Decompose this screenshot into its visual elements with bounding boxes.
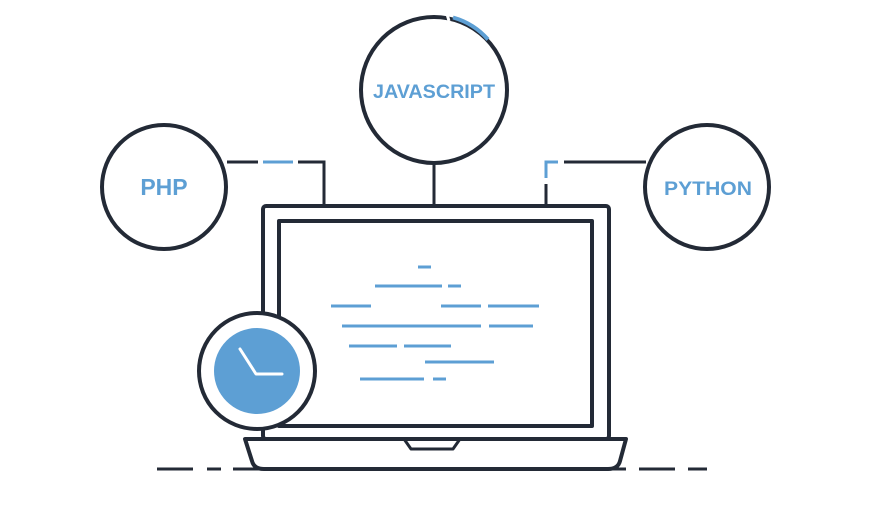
- javascript-bubble-arc-gap: [445, 13, 451, 22]
- clock-face: [214, 328, 300, 414]
- python-label: PYTHON: [664, 179, 752, 200]
- php-label: PHP: [140, 174, 187, 200]
- laptop-lid: [261, 204, 611, 441]
- laptop-screen: [277, 219, 594, 428]
- javascript-label: JAVASCRIPT: [373, 82, 495, 103]
- python-bubble-circle: [643, 123, 771, 251]
- php-bubble: PHP: [100, 123, 228, 251]
- javascript-bubble-circle: [359, 15, 509, 165]
- php-bubble-circle: [100, 123, 228, 251]
- code-lines-icon: [331, 265, 539, 381]
- laptop-notch: [402, 438, 462, 451]
- clock-hands: [238, 347, 284, 376]
- python-bubble: PYTHON: [643, 123, 771, 251]
- javascript-bubble-accent-arc: [452, 15, 490, 41]
- clock-icon: [197, 311, 317, 431]
- connectors: [227, 160, 646, 206]
- python-connector-accent: [544, 160, 558, 178]
- laptop-base: [243, 437, 628, 471]
- javascript-bubble: JAVASCRIPT: [359, 13, 509, 165]
- php-connector-drop: [298, 160, 326, 206]
